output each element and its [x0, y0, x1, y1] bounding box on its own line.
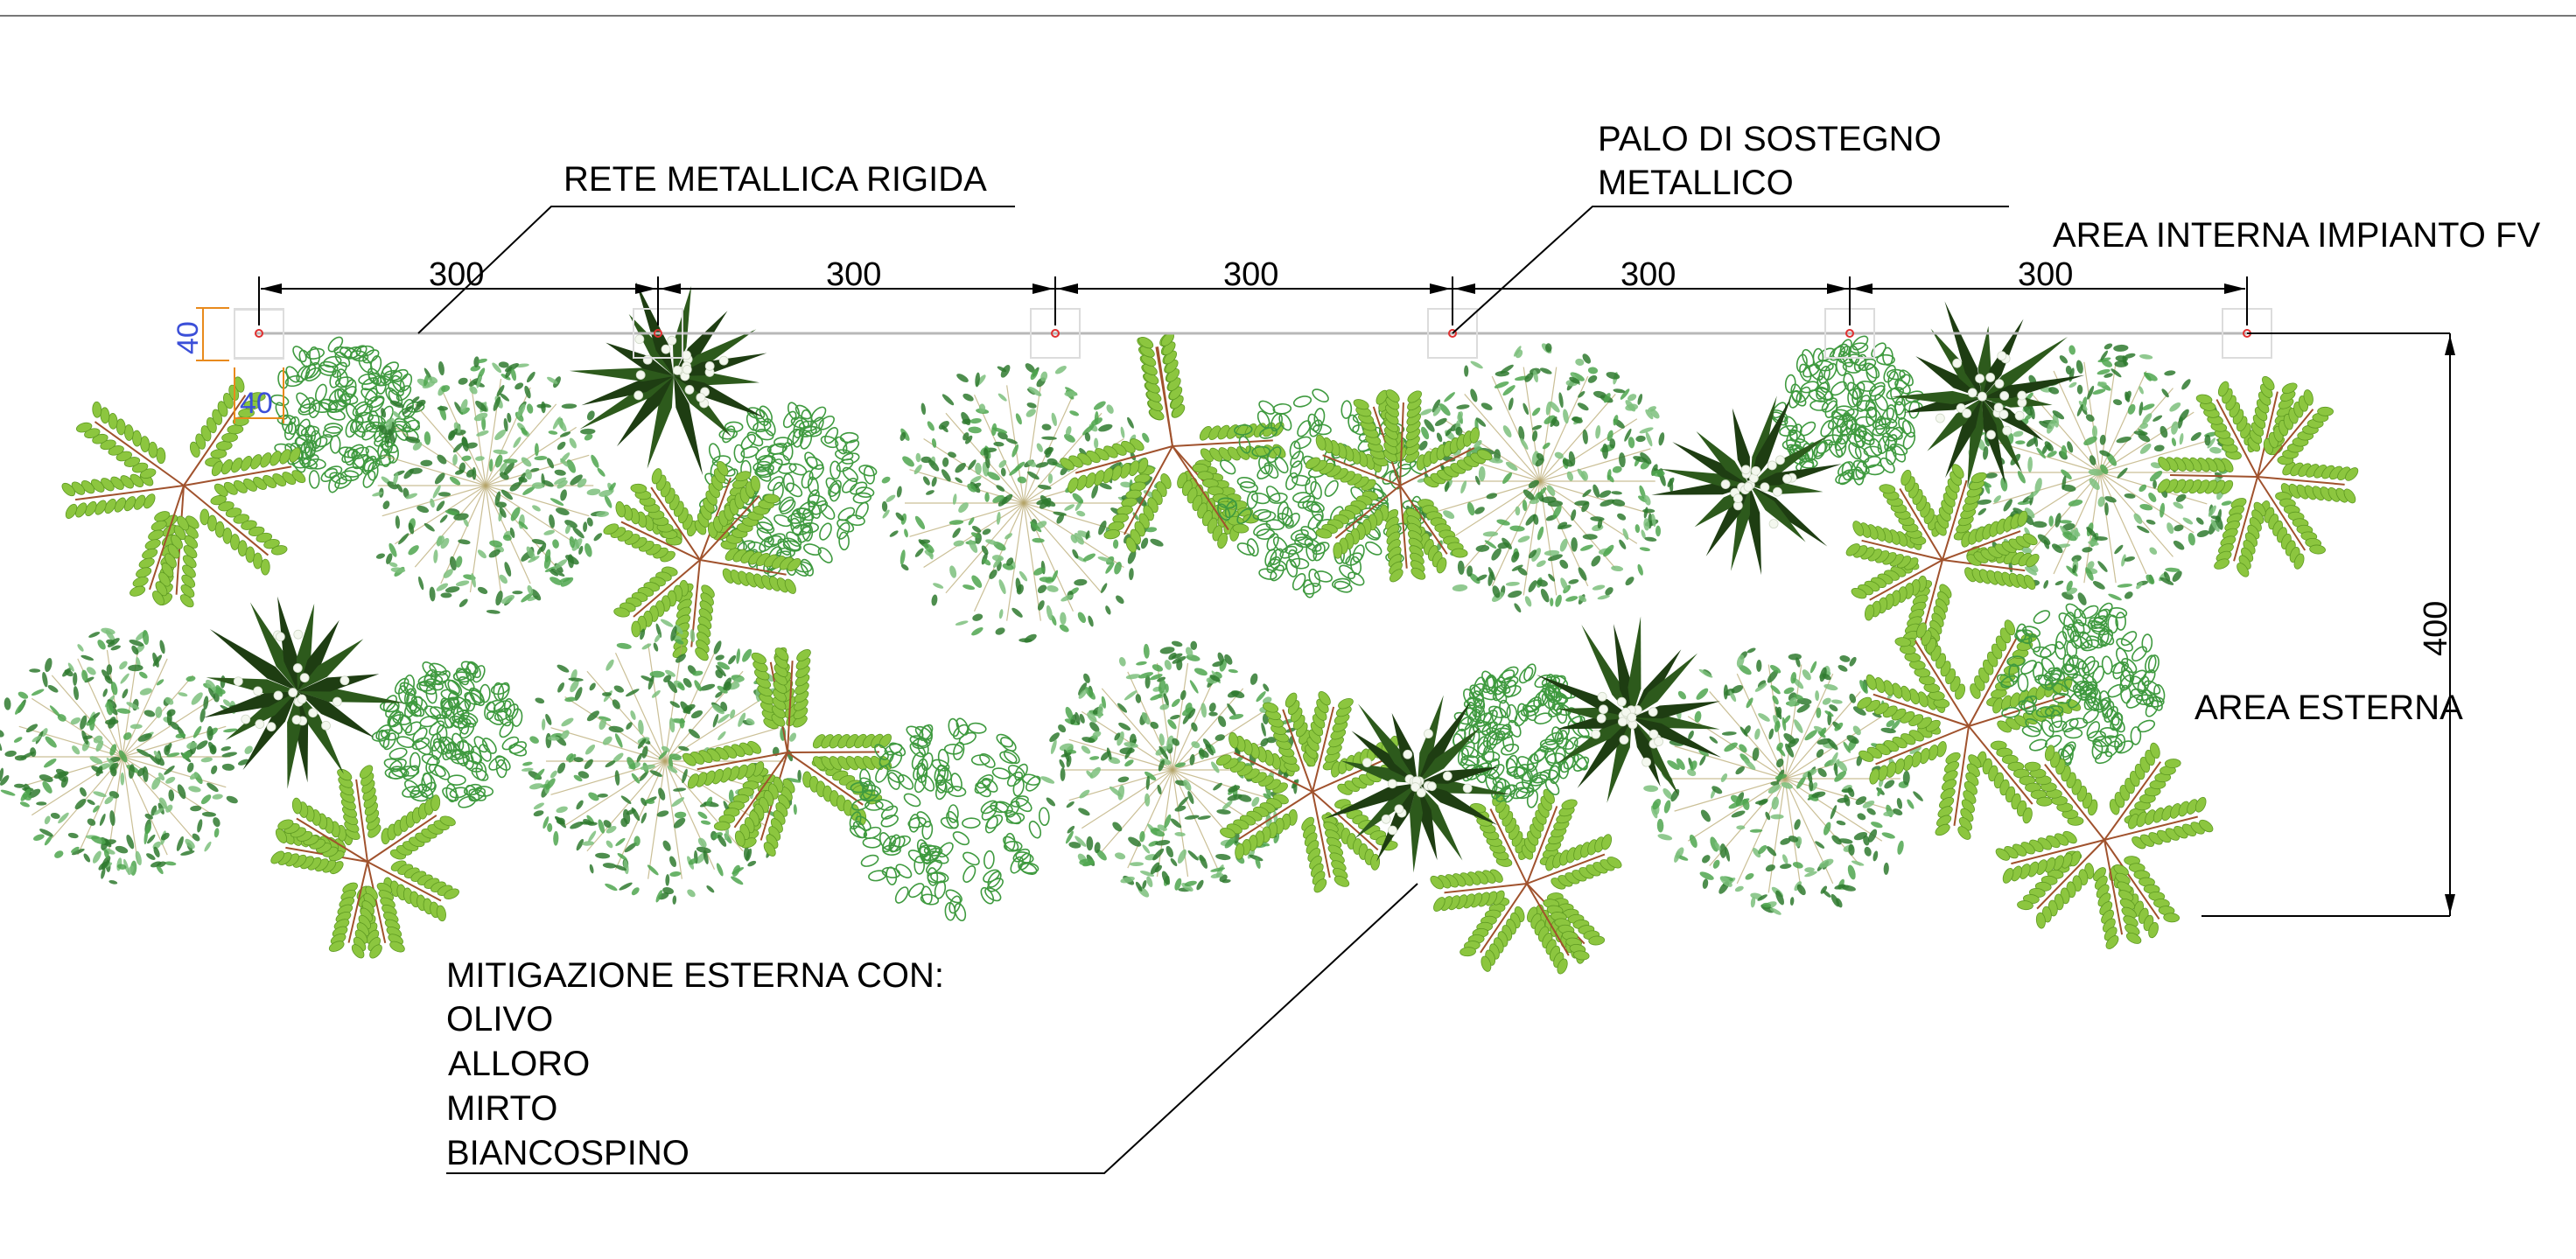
- plant-olivo: [1643, 647, 1923, 915]
- spacing-label-3: 300: [1223, 256, 1278, 293]
- depth-arrow-top: [2445, 335, 2455, 355]
- leader-rete: [417, 206, 1015, 334]
- dimension-arrow: [261, 283, 282, 294]
- label-area-esterna: AREA ESTERNA: [2194, 689, 2463, 727]
- label-area-interna: AREA INTERNA IMPIANTO FV: [2053, 216, 2540, 255]
- label-species-biancospino: BIANCOSPINO: [446, 1134, 690, 1172]
- plant-biancospino: [1323, 695, 1512, 873]
- label-species-alloro: ALLORO: [448, 1045, 590, 1083]
- label-species-olivo: OLIVO: [446, 1000, 553, 1039]
- depth-label: 400: [2418, 601, 2454, 656]
- plant-layer: [0, 281, 2359, 975]
- dimension-arrow: [1852, 283, 1872, 294]
- plant-mirto: [603, 460, 802, 661]
- plant-mirto: [1995, 742, 2214, 949]
- dimension-arrow: [1057, 283, 1078, 294]
- dimension-arrow: [660, 283, 681, 294]
- plant-alloro: [270, 336, 425, 493]
- label-rete-metallica: RETE METALLICA RIGIDA: [564, 160, 987, 199]
- spacing-label-2: 300: [826, 256, 881, 293]
- post-width-label: 40: [172, 321, 205, 354]
- post-depth-label: 40: [240, 387, 273, 420]
- plant-mirto: [1845, 464, 2040, 657]
- post-detail-dimension: 40 40: [172, 307, 284, 423]
- dimension-arrow: [1032, 283, 1054, 294]
- plant-biancospino: [203, 596, 406, 789]
- plant-mirto: [1430, 788, 1622, 975]
- dimension-arrow: [1827, 283, 1848, 294]
- depth-dimension: [2202, 332, 2455, 917]
- dimension-arrow: [2224, 283, 2245, 294]
- plant-mirto: [1305, 389, 1493, 583]
- spacing-dimension-chain: [258, 276, 2248, 325]
- plant-alloro: [849, 717, 1050, 922]
- plant-olivo: [372, 356, 616, 614]
- spacing-label-4: 300: [1620, 256, 1676, 293]
- plant-mirto: [1857, 619, 2082, 840]
- plant-mirto: [270, 765, 459, 959]
- plant-mirto: [1060, 332, 1286, 553]
- plant-alloro: [1770, 335, 1924, 486]
- dimension-arrow: [1430, 283, 1451, 294]
- plant-olivo: [1040, 640, 1299, 898]
- leader-mitigazione: [446, 883, 1418, 1174]
- plant-biancospino: [569, 281, 767, 476]
- dimension-arrow: [635, 283, 656, 294]
- plant-olivo: [0, 627, 253, 885]
- plant-biancospino: [1892, 301, 2085, 488]
- label-palo-line2: METALLICO: [1598, 164, 1794, 202]
- label-mitigazione-title: MITIGAZIONE ESTERNA CON:: [446, 956, 944, 995]
- spacing-label-5: 300: [2018, 256, 2073, 293]
- plant-alloro: [1996, 602, 2166, 766]
- plant-mirto: [2157, 375, 2359, 577]
- dimension-arrow: [1454, 283, 1475, 294]
- label-palo-line1: PALO DI SOSTEGNO: [1598, 120, 1942, 158]
- depth-arrow-bottom: [2445, 894, 2455, 914]
- plant-mirto: [61, 376, 306, 608]
- plant-biancospino: [1651, 395, 1842, 576]
- leader-palo: [1452, 206, 2009, 334]
- plant-biancospino: [1536, 616, 1722, 803]
- label-species-mirto: MIRTO: [446, 1089, 557, 1128]
- plant-alloro: [371, 661, 528, 808]
- spacing-label-1: 300: [429, 256, 484, 293]
- plant-mirto: [682, 647, 892, 857]
